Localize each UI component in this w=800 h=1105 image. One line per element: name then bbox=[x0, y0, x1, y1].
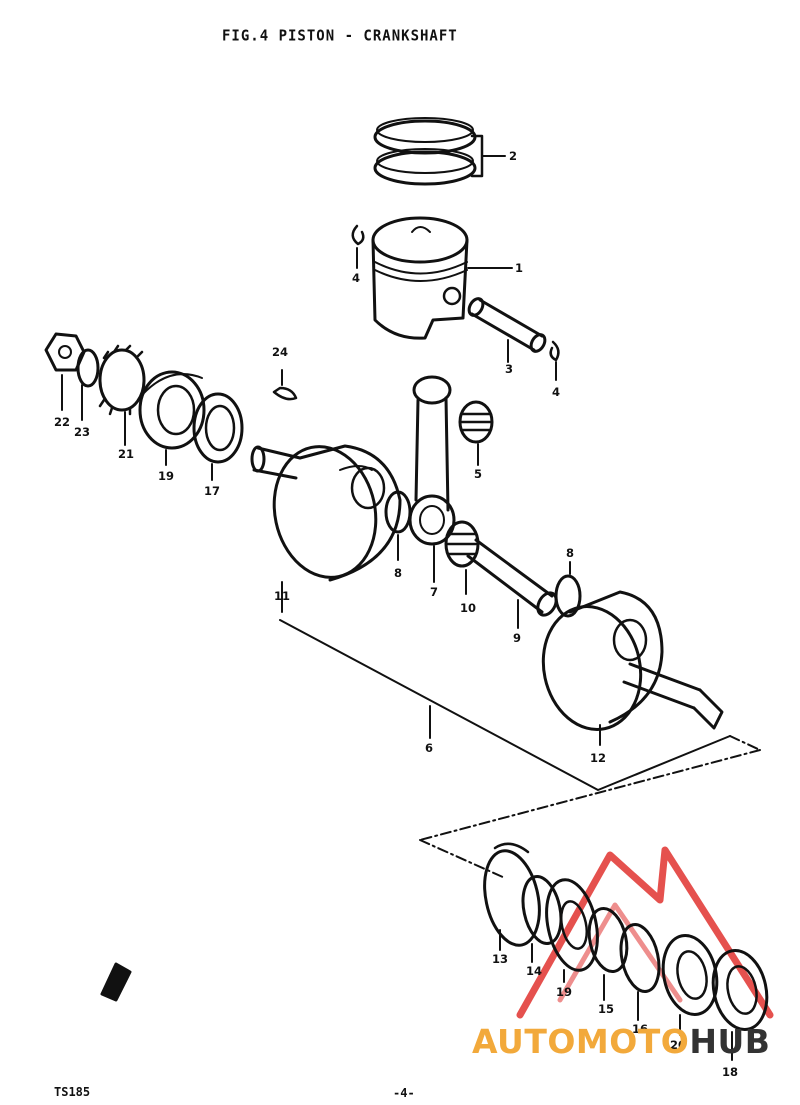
direction-arrow-icon bbox=[100, 962, 132, 1002]
crank-pin-icon bbox=[466, 538, 558, 629]
piston-icon bbox=[371, 216, 513, 340]
callout-4: 4 bbox=[352, 271, 360, 285]
callout-23: 23 bbox=[74, 425, 90, 439]
callout-5: 5 bbox=[474, 467, 482, 481]
bearing-icon bbox=[138, 370, 206, 466]
woodruff-key-icon bbox=[272, 369, 298, 401]
callout-12: 12 bbox=[590, 751, 606, 765]
oil-seal-icon bbox=[711, 949, 769, 1061]
spacer-icon bbox=[521, 875, 563, 963]
callout-10: 10 bbox=[460, 601, 476, 615]
callout-labels: 1 2 3 4 4 5 6 7 8 8 9 10 11 12 13 14 15 … bbox=[54, 149, 738, 1079]
thrust-washer-icon bbox=[384, 490, 412, 561]
callout-19: 19 bbox=[158, 469, 174, 483]
spacer-icon bbox=[619, 923, 661, 1021]
piston-pin-icon bbox=[467, 297, 547, 363]
callout-18: 18 bbox=[722, 1065, 738, 1079]
needle-bearing-icon bbox=[458, 400, 494, 466]
callout-3: 3 bbox=[505, 362, 513, 376]
connecting-rod-icon bbox=[408, 375, 456, 583]
callout-24: 24 bbox=[272, 345, 288, 359]
plate-icon bbox=[483, 842, 541, 951]
callout-1: 1 bbox=[515, 261, 523, 275]
circlip-icon bbox=[351, 224, 560, 381]
washer-icon bbox=[76, 348, 100, 421]
shim-icon bbox=[587, 906, 629, 1001]
page-title: FIG.4 PISTON - CRANKSHAFT bbox=[222, 27, 458, 45]
page-number: -4- bbox=[393, 1086, 415, 1100]
assembly-bracket bbox=[279, 619, 731, 791]
model-code: TS185 bbox=[54, 1085, 91, 1099]
callout-21: 21 bbox=[118, 447, 134, 461]
callout-7: 7 bbox=[430, 585, 438, 599]
callout-17: 17 bbox=[204, 484, 220, 498]
callout-20: 20 bbox=[670, 1038, 686, 1052]
piston-rings-icon bbox=[373, 117, 506, 186]
callout-4: 4 bbox=[552, 385, 560, 399]
watermark-part-a: AUTOMOTO bbox=[472, 1022, 690, 1061]
watermark-text: AUTOMOTOHUB bbox=[472, 1022, 770, 1061]
thrust-washer-icon bbox=[554, 561, 582, 618]
oil-seal-icon bbox=[192, 392, 244, 481]
callout-13: 13 bbox=[492, 952, 508, 966]
callout-22: 22 bbox=[54, 415, 70, 429]
callout-9: 9 bbox=[513, 631, 521, 645]
bearing-icon bbox=[545, 878, 599, 983]
center-line bbox=[419, 735, 761, 879]
callout-8: 8 bbox=[394, 566, 402, 580]
crank-web-right-icon bbox=[541, 590, 724, 746]
big-end-bearing-icon bbox=[444, 520, 480, 595]
callout-14: 14 bbox=[526, 964, 542, 978]
callout-8: 8 bbox=[566, 546, 574, 560]
crank-web-left-icon bbox=[250, 444, 402, 613]
callout-11: 11 bbox=[274, 589, 290, 603]
callout-2: 2 bbox=[509, 149, 517, 163]
callout-16: 16 bbox=[632, 1022, 648, 1036]
callout-6: 6 bbox=[425, 741, 433, 755]
callout-15: 15 bbox=[598, 1002, 614, 1016]
watermark-part-b: HUB bbox=[689, 1022, 771, 1061]
primary-gear-icon bbox=[98, 344, 146, 446]
callout-19: 19 bbox=[556, 985, 572, 999]
